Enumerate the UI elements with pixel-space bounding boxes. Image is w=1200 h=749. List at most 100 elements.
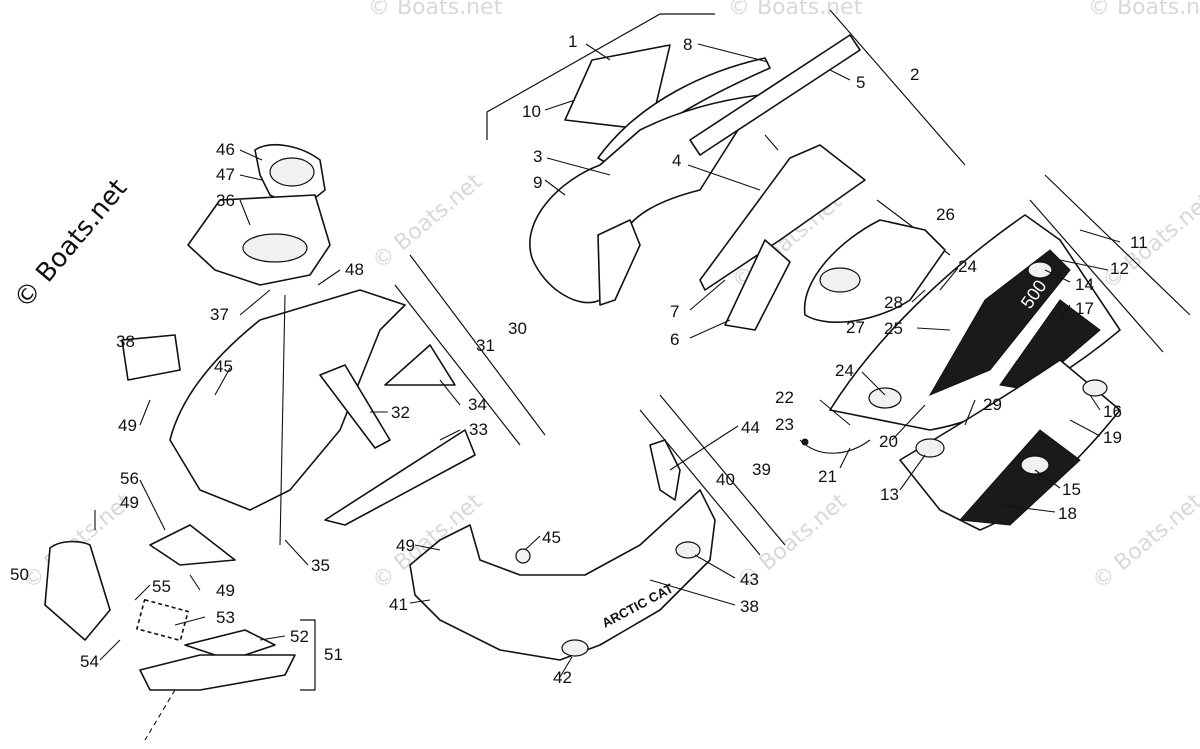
watermark: © Boats.net <box>1088 489 1200 595</box>
callout-7: 7 <box>670 302 679 321</box>
callout-56: 56 <box>120 469 139 488</box>
callout-11: 11 <box>1130 233 1148 252</box>
callout-9: 9 <box>533 173 542 192</box>
site-watermark: © Boats.net <box>8 174 133 315</box>
console-assembly <box>121 144 546 546</box>
bracket-39 <box>659 394 786 546</box>
headlight-lens <box>819 267 861 293</box>
callout-35: 35 <box>311 556 330 575</box>
callout-39: 39 <box>752 460 771 479</box>
callout-labels: 1 2 3 4 5 6 7 8 9 10 11 12 13 14 15 16 1… <box>10 32 1148 687</box>
bracket-44-part <box>649 439 681 501</box>
bracket-1 <box>486 13 715 140</box>
callout-45b: 45 <box>542 528 561 547</box>
callout-1: 1 <box>568 32 577 51</box>
callout-32: 32 <box>391 403 410 422</box>
callout-15: 15 <box>1062 480 1081 499</box>
callout-42: 42 <box>553 668 572 687</box>
callout-4: 4 <box>672 151 681 170</box>
wire <box>279 294 286 546</box>
panel-50 <box>44 540 111 641</box>
bracket-12 <box>1029 199 1164 353</box>
console-frame <box>169 289 406 511</box>
callout-19: 19 <box>1103 428 1122 447</box>
callout-53: 53 <box>216 608 235 627</box>
dashed-leader <box>144 689 176 741</box>
bracket-2 <box>829 9 966 166</box>
panel-51 <box>139 654 296 691</box>
console-opening <box>242 233 308 263</box>
callout-49d: 49 <box>396 536 415 555</box>
panel-55 <box>136 599 189 642</box>
callout-54: 54 <box>80 652 99 671</box>
windshield-strip <box>689 34 861 156</box>
side-panel-upper <box>699 144 866 291</box>
vent-42 <box>561 639 589 657</box>
callout-13: 13 <box>880 485 899 504</box>
watermark: © Boats.net <box>1098 189 1200 295</box>
bellypan-assembly: ARCTIC CAT <box>409 394 786 661</box>
vent-43 <box>675 541 701 559</box>
cable <box>799 439 871 454</box>
side-decal <box>958 429 1081 526</box>
hood-vent-right <box>1027 261 1053 279</box>
side-vent-2 <box>1020 455 1050 475</box>
callout-30: 30 <box>508 319 527 338</box>
callout-55: 55 <box>152 577 171 596</box>
callout-38b: 38 <box>740 597 759 616</box>
leader <box>764 134 779 151</box>
callout-18: 18 <box>1058 504 1077 523</box>
leader-lines <box>94 43 1121 678</box>
callout-25: 25 <box>884 319 903 338</box>
watermark: © Boats.net <box>368 169 487 275</box>
callout-21: 21 <box>818 467 837 486</box>
callout-16: 16 <box>1103 402 1122 421</box>
callout-48: 48 <box>345 260 364 279</box>
callout-37: 37 <box>210 305 229 324</box>
callout-31: 31 <box>476 336 495 355</box>
callout-38a: 38 <box>116 332 135 351</box>
hood-vent-left <box>868 387 902 409</box>
callout-3: 3 <box>533 147 542 166</box>
callout-23: 23 <box>775 415 794 434</box>
callout-50: 50 <box>10 565 29 584</box>
bracket-40 <box>639 409 761 556</box>
headlight-housing <box>803 219 946 323</box>
callout-12: 12 <box>1110 259 1129 278</box>
callout-22: 22 <box>775 388 794 407</box>
belly-pan <box>409 489 716 661</box>
hood-assembly: 500 <box>799 174 1191 531</box>
fastener-23 <box>801 438 809 446</box>
callout-40: 40 <box>716 470 735 489</box>
callout-34: 34 <box>468 395 487 414</box>
callout-6: 6 <box>670 330 679 349</box>
callout-44: 44 <box>741 418 760 437</box>
windshield-assembly <box>486 9 966 331</box>
callout-8: 8 <box>683 35 692 54</box>
callout-49b: 49 <box>120 493 139 512</box>
watermark: © Boats.net <box>728 0 863 20</box>
callout-14: 14 <box>1075 275 1094 294</box>
callout-43: 43 <box>740 570 759 589</box>
bracket-30 <box>409 254 546 436</box>
callout-52: 52 <box>290 627 309 646</box>
gauge-opening <box>269 157 315 187</box>
callout-10: 10 <box>522 102 541 121</box>
callout-45a: 45 <box>214 357 233 376</box>
windshield-bracket <box>597 219 641 306</box>
callout-36: 36 <box>216 191 235 210</box>
callout-24a: 24 <box>958 257 977 276</box>
steering-post <box>319 364 391 449</box>
callout-17: 17 <box>1075 299 1094 318</box>
bracket-11 <box>1044 174 1191 316</box>
callout-51: 51 <box>324 645 343 664</box>
side-vent <box>915 438 945 458</box>
callout-26: 26 <box>936 205 955 224</box>
callout-33: 33 <box>469 420 488 439</box>
watermark: © Boats.net <box>368 0 503 20</box>
callout-28: 28 <box>884 293 903 312</box>
callout-29: 29 <box>983 395 1002 414</box>
callout-27: 27 <box>846 318 865 337</box>
callout-41: 41 <box>389 595 408 614</box>
